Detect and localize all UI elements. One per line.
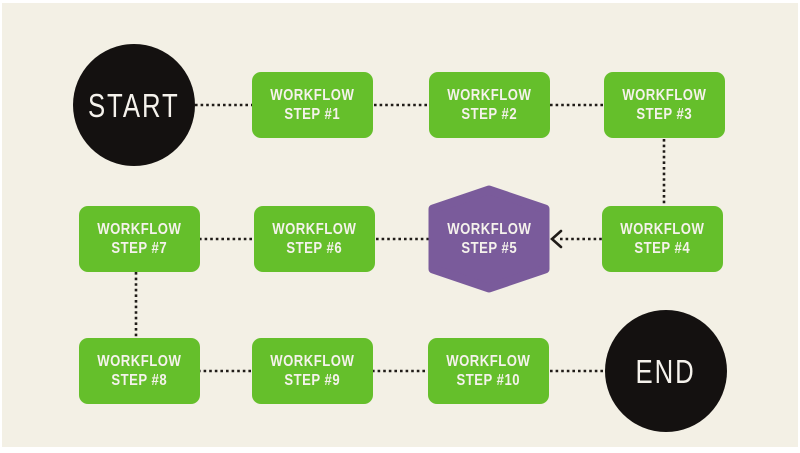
workflow-step-9-node: WORKFLOW STEP #9	[252, 338, 373, 404]
workflow-step-5-node: WORKFLOW STEP #5	[422, 179, 556, 299]
end-label: END	[636, 355, 696, 388]
step-label-line1: WORKFLOW	[447, 86, 531, 105]
workflow-step-4-label: WORKFLOW STEP #4	[620, 220, 704, 258]
start-label: START	[88, 89, 180, 122]
workflow-step-6-node: WORKFLOW STEP #6	[254, 206, 375, 272]
step-label-line1: WORKFLOW	[622, 86, 706, 105]
step-label-line2: STEP #6	[287, 239, 343, 258]
workflow-step-2-label: WORKFLOW STEP #2	[447, 86, 531, 124]
workflow-step-10-node: WORKFLOW STEP #10	[428, 338, 549, 404]
workflow-step-6-label: WORKFLOW STEP #6	[272, 220, 356, 258]
step-label-line1: WORKFLOW	[270, 352, 354, 371]
workflow-step-1-label: WORKFLOW STEP #1	[270, 86, 354, 124]
end-node: END	[605, 310, 727, 432]
step-label-line1: WORKFLOW	[620, 220, 704, 239]
step-label-line2: STEP #2	[462, 105, 518, 124]
workflow-step-3-label: WORKFLOW STEP #3	[622, 86, 706, 124]
step-label-line1: WORKFLOW	[270, 86, 354, 105]
workflow-step-10-label: WORKFLOW STEP #10	[446, 352, 530, 390]
flowchart-canvas: START WORKFLOW STEP #1 WORKFLOW STEP #2 …	[2, 3, 798, 447]
step-label-line1: WORKFLOW	[97, 220, 181, 239]
workflow-step-4-node: WORKFLOW STEP #4	[602, 206, 723, 272]
start-node: START	[73, 44, 195, 166]
workflow-step-8-node: WORKFLOW STEP #8	[79, 338, 200, 404]
workflow-step-9-label: WORKFLOW STEP #9	[270, 352, 354, 390]
workflow-step-3-node: WORKFLOW STEP #3	[604, 72, 725, 138]
step-label-line2: STEP #3	[637, 105, 693, 124]
workflow-step-2-node: WORKFLOW STEP #2	[429, 72, 550, 138]
step-label-line2: STEP #7	[112, 239, 168, 258]
workflow-step-5-label: WORKFLOW STEP #5	[447, 220, 531, 258]
step-label-line2: STEP #5	[461, 239, 517, 258]
step-label-line2: STEP #10	[457, 371, 521, 390]
step-label-line1: WORKFLOW	[447, 220, 531, 239]
step-label-line1: WORKFLOW	[272, 220, 356, 239]
step-label-line1: WORKFLOW	[446, 352, 530, 371]
workflow-step-1-node: WORKFLOW STEP #1	[252, 72, 373, 138]
step-label-line2: STEP #1	[285, 105, 341, 124]
workflow-step-7-label: WORKFLOW STEP #7	[97, 220, 181, 258]
step-label-line1: WORKFLOW	[97, 352, 181, 371]
step-label-line2: STEP #4	[635, 239, 691, 258]
step-label-line2: STEP #8	[112, 371, 168, 390]
step-label-line2: STEP #9	[285, 371, 341, 390]
workflow-step-7-node: WORKFLOW STEP #7	[79, 206, 200, 272]
workflow-step-8-label: WORKFLOW STEP #8	[97, 352, 181, 390]
